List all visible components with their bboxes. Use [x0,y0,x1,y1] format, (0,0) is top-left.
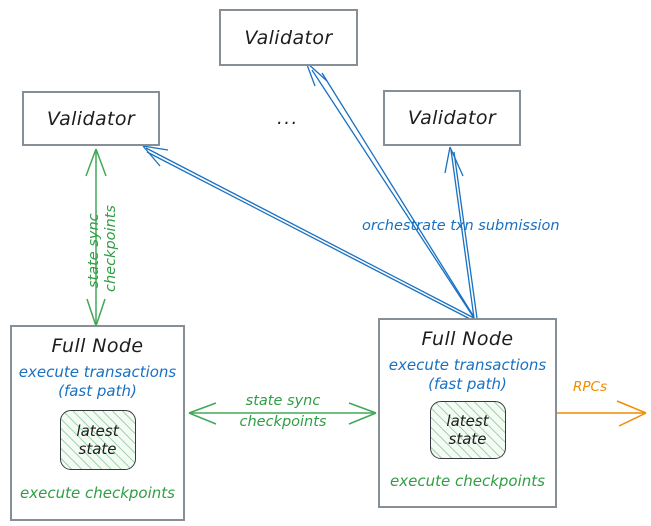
validator-label: Validator [46,107,136,130]
full-node-blue-text: execute transactions (fast path) [389,356,547,394]
validator-label: Validator [407,107,497,129]
rpcs-label: RPCs [573,379,607,395]
vertical-state-sync-label: state sync [86,213,102,288]
validator-box-left[interactable]: Validator [22,91,160,146]
full-node-blue-line2: (fast path) [58,381,137,400]
latest-state-line2: state [78,439,117,458]
full-node-blue-line1: execute transactions [18,363,177,381]
full-node-blue-line1: execute transactions [388,356,547,374]
full-node-title: Full Node [51,335,144,357]
middle-state-sync-label: state sync [245,393,321,409]
middle-state-sync-label-group: state sync checkpoints [225,391,341,433]
vertical-checkpoints-label: checkpoints [103,205,119,292]
latest-state-box[interactable]: latest state [59,409,136,470]
full-node-box-right[interactable]: Full Node execute transactions (fast pat… [378,318,557,508]
validator-box-right[interactable]: Validator [383,90,521,146]
arrow-rpcs [557,400,647,427]
latest-state-line1: latest [446,411,489,430]
full-node-blue-text: execute transactions (fast path) [19,363,177,401]
full-node-green-text: execute checkpoints [390,471,545,490]
full-node-green-text: execute checkpoints [20,483,175,502]
latest-state-box[interactable]: latest state [429,400,506,459]
full-node-blue-line2: (fast path) [428,374,507,393]
full-node-box-left[interactable]: Full Node execute transactions (fast pat… [10,325,185,521]
validator-box-top[interactable]: Validator [219,9,358,66]
orchestrate-txn-submission-label: orchestrate txn submission [362,218,560,234]
latest-state-line2: state [448,429,487,448]
validators-ellipsis: ... [277,108,299,129]
latest-state-line1: latest [76,421,119,440]
middle-checkpoints-label: checkpoints [239,414,327,431]
validator-label: Validator [244,26,333,49]
full-node-title: Full Node [421,328,514,350]
